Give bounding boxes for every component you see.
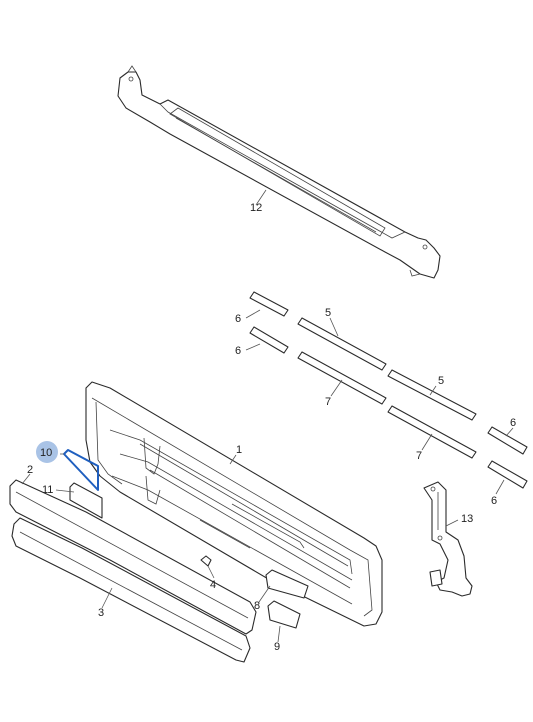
callout-10[interactable]: 10 bbox=[40, 447, 52, 459]
callout-8[interactable]: 8 bbox=[254, 600, 260, 612]
callout-6-right-lower[interactable]: 6 bbox=[491, 495, 497, 507]
part-5-strip-upper[interactable] bbox=[297, 317, 387, 371]
callout-3[interactable]: 3 bbox=[98, 607, 104, 619]
callout-labels: 12 6 6 5 5 7 7 6 6 1 4 13 10 11 2 3 8 9 bbox=[27, 202, 516, 653]
part-5-strip-right[interactable] bbox=[387, 369, 477, 421]
part-6-strip-top[interactable] bbox=[249, 291, 289, 317]
callout-12[interactable]: 12 bbox=[250, 202, 262, 214]
callout-7-left[interactable]: 7 bbox=[325, 396, 331, 408]
callout-9[interactable]: 9 bbox=[274, 641, 280, 653]
part-4-clip[interactable] bbox=[200, 555, 212, 567]
part-6-strip-second[interactable] bbox=[249, 326, 289, 354]
callout-5-right[interactable]: 5 bbox=[438, 375, 444, 387]
part-8-insert[interactable] bbox=[265, 569, 309, 599]
callout-7-right[interactable]: 7 bbox=[416, 450, 422, 462]
leader-lines bbox=[21, 189, 514, 643]
highlight-badge bbox=[36, 441, 58, 463]
part-1-grille-frame[interactable] bbox=[85, 381, 383, 627]
callout-2[interactable]: 2 bbox=[27, 464, 33, 476]
callout-5-upper[interactable]: 5 bbox=[325, 307, 331, 319]
callout-6-second[interactable]: 6 bbox=[235, 345, 241, 357]
callout-13[interactable]: 13 bbox=[461, 513, 473, 525]
part-7-strip-left[interactable] bbox=[297, 351, 387, 405]
callout-6-top[interactable]: 6 bbox=[235, 313, 241, 325]
part-12-upper-trim[interactable] bbox=[117, 65, 441, 279]
callout-6-right-upper[interactable]: 6 bbox=[510, 417, 516, 429]
callout-11[interactable]: 11 bbox=[42, 484, 53, 496]
part-9-insert[interactable] bbox=[267, 600, 301, 629]
callout-1[interactable]: 1 bbox=[236, 444, 242, 456]
part-10-side-trim[interactable] bbox=[63, 449, 99, 491]
part-2-lower-trim[interactable] bbox=[9, 479, 257, 635]
part-6-strip-right-lower[interactable] bbox=[487, 460, 528, 489]
part-11-side-piece[interactable] bbox=[69, 482, 103, 519]
part-3-bottom-trim[interactable] bbox=[11, 517, 251, 663]
part-6-strip-right-upper[interactable] bbox=[487, 426, 528, 455]
callout-4[interactable]: 4 bbox=[210, 579, 216, 591]
part-13-bracket[interactable] bbox=[423, 481, 473, 597]
part-7-strip-right[interactable] bbox=[387, 405, 477, 459]
